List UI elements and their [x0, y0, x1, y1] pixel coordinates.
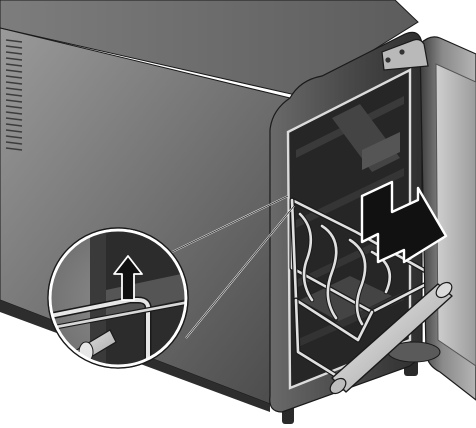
wire-rack — [289, 197, 441, 381]
arrow-out-icon — [360, 180, 448, 264]
magnifier-callout — [47, 227, 189, 369]
arrow-up-icon — [113, 255, 143, 301]
door-hinge — [381, 38, 429, 71]
vent-grille — [5, 39, 23, 151]
door-handle[interactable] — [327, 280, 454, 397]
callout-connectors — [171, 195, 295, 339]
